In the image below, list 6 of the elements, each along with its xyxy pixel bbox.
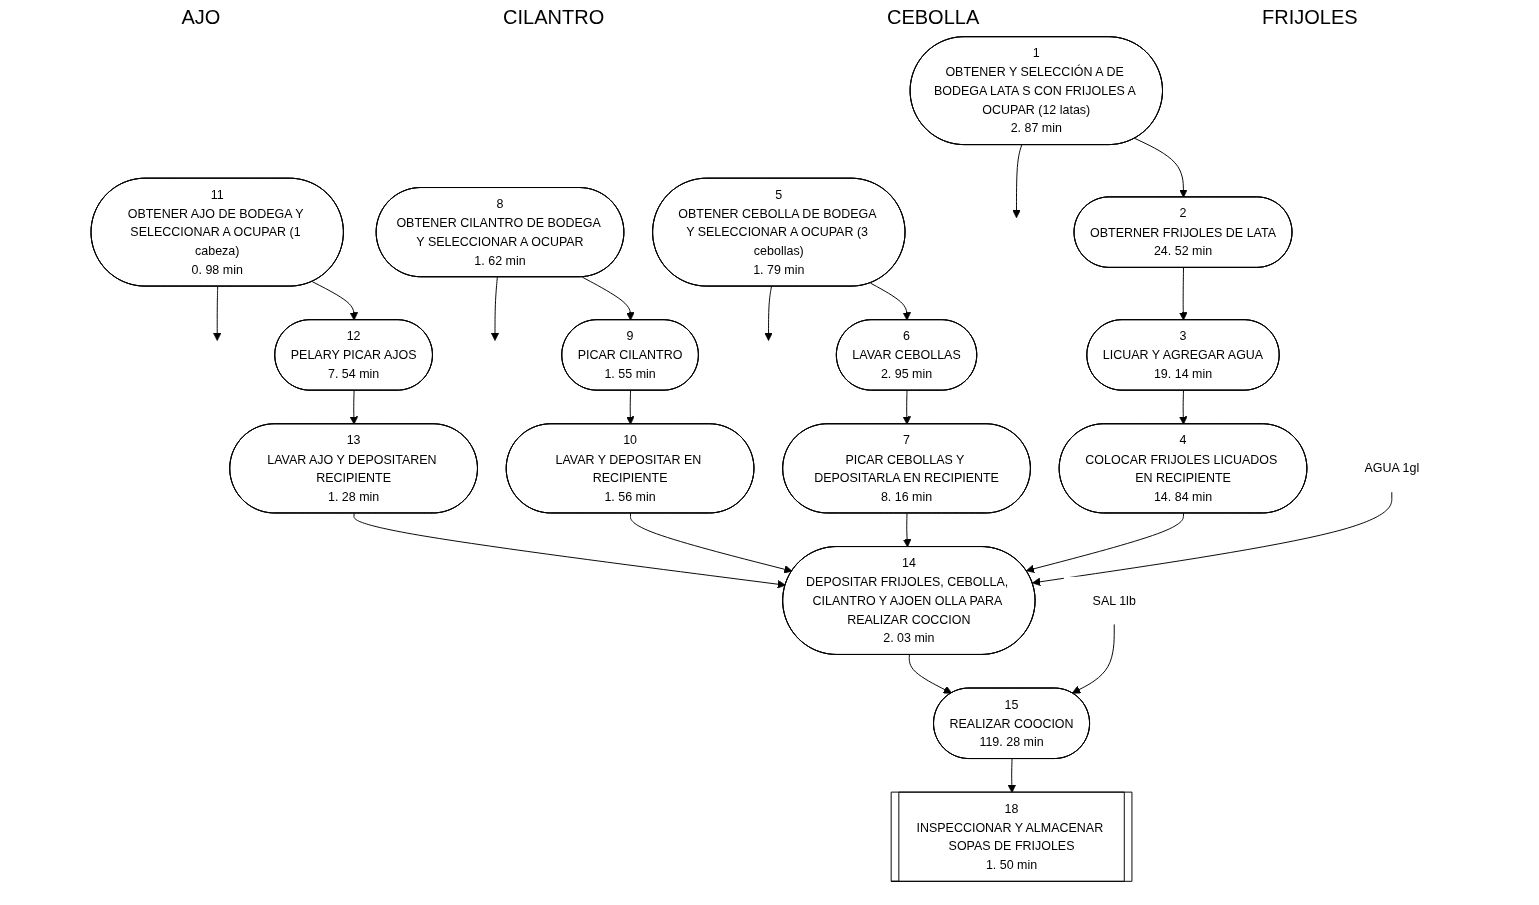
column-heading: CEBOLLA: [887, 6, 980, 29]
column-heading: CILANTRO: [503, 6, 605, 29]
node-text: AGUA 1gl: [1364, 460, 1420, 476]
node-text: SAL 1lb: [1092, 593, 1136, 608]
column-heading: FRIJOLES: [1262, 6, 1358, 29]
column-heading: AJO: [181, 6, 221, 29]
